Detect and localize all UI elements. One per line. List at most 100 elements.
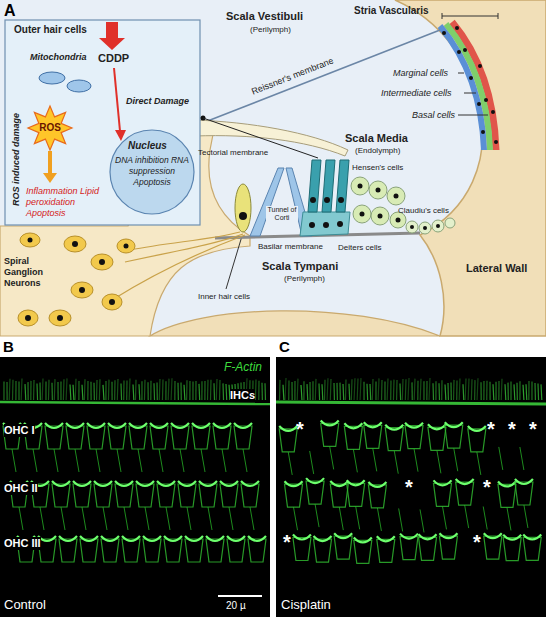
stereocilia bbox=[12, 380, 14, 400]
phalangeal-process bbox=[187, 507, 191, 530]
stereocilia bbox=[402, 379, 404, 400]
fluid-label: (Endolymph) bbox=[355, 146, 400, 156]
cell-outline bbox=[405, 426, 423, 449]
stereocilia bbox=[48, 380, 50, 400]
hair-bundle bbox=[129, 423, 147, 428]
stereocilia bbox=[195, 381, 196, 400]
phalangeal-process bbox=[159, 449, 163, 472]
stereocilia bbox=[159, 379, 161, 400]
phalangeal-process bbox=[103, 507, 107, 530]
stereocilia bbox=[165, 381, 166, 400]
claudius-cell bbox=[445, 218, 455, 228]
hair-bundle bbox=[206, 536, 224, 541]
cell-outline bbox=[234, 426, 252, 449]
stereocilia bbox=[69, 385, 71, 400]
stereocilia bbox=[486, 381, 487, 400]
nucleus-dot bbox=[481, 130, 485, 134]
phalangeal-process bbox=[330, 446, 334, 469]
phalangeal-process bbox=[465, 505, 469, 528]
part-label: Inner hair cells bbox=[198, 292, 250, 302]
stereocilia bbox=[210, 380, 212, 400]
cell-label: Outer hair cells bbox=[14, 24, 87, 36]
cell-outline bbox=[38, 539, 56, 562]
hair-bundle bbox=[38, 536, 56, 541]
claudius-cell bbox=[432, 220, 444, 232]
cell-outline bbox=[523, 537, 541, 560]
stereocilia bbox=[30, 381, 31, 400]
part-label: Claudiu's cells bbox=[398, 206, 449, 216]
stereocilia bbox=[516, 383, 518, 400]
stereocilia bbox=[306, 384, 308, 400]
part-label: Intermediate cells bbox=[381, 88, 452, 99]
cell-outline bbox=[285, 484, 303, 507]
stereocilia bbox=[33, 380, 35, 400]
nucleus-dot bbox=[358, 184, 363, 189]
stereocilia bbox=[66, 378, 68, 400]
stereocilia bbox=[372, 379, 374, 400]
hair-bundle bbox=[94, 481, 112, 486]
phalangeal-process bbox=[201, 449, 205, 472]
stereocilia bbox=[333, 383, 335, 400]
part-label: Reissner's membrane bbox=[250, 55, 335, 97]
stereocilia bbox=[18, 382, 19, 400]
hair-bundle bbox=[347, 480, 365, 485]
scale-label: 20 µ bbox=[226, 600, 246, 612]
stereocilia bbox=[129, 379, 131, 400]
ganglion-cell bbox=[91, 254, 113, 270]
phalangeal-process bbox=[82, 507, 86, 530]
nucleus: NucleusDNA inhibition RNA suppression Ap… bbox=[110, 130, 194, 214]
lost-cell-mark: * bbox=[483, 475, 491, 499]
phalangeal-process bbox=[442, 506, 446, 529]
hair-bundle bbox=[314, 536, 332, 541]
stereocilia bbox=[483, 381, 484, 400]
cell-outline bbox=[484, 536, 502, 559]
stereocilia bbox=[216, 379, 218, 400]
inner-hair-cell bbox=[235, 184, 251, 232]
stereocilia bbox=[414, 379, 416, 400]
hair-bundle bbox=[428, 424, 446, 429]
cell-outline bbox=[456, 482, 474, 505]
stereocilia bbox=[450, 382, 451, 400]
stereocilia bbox=[213, 383, 215, 400]
hair-bundle bbox=[150, 423, 168, 428]
phalangeal-process bbox=[229, 507, 233, 530]
hair-bundle bbox=[199, 481, 217, 486]
cell-outline bbox=[498, 484, 516, 507]
stereocilia bbox=[519, 381, 520, 400]
hair-bundle bbox=[503, 535, 521, 540]
stereocilia bbox=[156, 383, 158, 400]
micrograph-background bbox=[0, 357, 270, 617]
phalangeal-process bbox=[356, 506, 360, 529]
stereocilia bbox=[336, 383, 338, 400]
stereocilia bbox=[186, 380, 188, 400]
hair-bundle bbox=[279, 426, 297, 431]
stereocilia bbox=[387, 378, 389, 400]
phalangeal-process bbox=[250, 507, 254, 530]
phalangeal-process bbox=[315, 504, 319, 527]
cell-outline bbox=[293, 538, 311, 561]
stereocilia bbox=[381, 380, 383, 400]
stereocilia bbox=[324, 380, 326, 400]
part-label: Tectorial membrane bbox=[198, 148, 268, 158]
ros-burst: ROS bbox=[32, 121, 68, 135]
stereocilia bbox=[363, 382, 364, 400]
hair-bundle bbox=[306, 478, 324, 483]
cell-outline bbox=[66, 426, 84, 449]
stereocilia bbox=[423, 381, 424, 400]
stereocilia bbox=[366, 384, 368, 400]
nucleus-dot bbox=[72, 241, 78, 247]
phalangeal-process bbox=[124, 507, 128, 530]
stereocilia bbox=[207, 380, 209, 400]
cell-outline bbox=[150, 426, 168, 449]
hair-bundle bbox=[498, 481, 516, 486]
stereocilia bbox=[120, 383, 122, 400]
hair-bundle bbox=[178, 481, 196, 486]
stereocilia bbox=[297, 379, 299, 400]
phalangeal-process bbox=[353, 449, 357, 472]
stereocilia bbox=[312, 381, 313, 400]
hensen-cell bbox=[371, 207, 389, 225]
phalangeal-process bbox=[208, 507, 212, 530]
nucleus-dot bbox=[457, 50, 461, 54]
stereocilia bbox=[531, 381, 532, 400]
fluid-label: (Perilymph) bbox=[284, 274, 325, 284]
